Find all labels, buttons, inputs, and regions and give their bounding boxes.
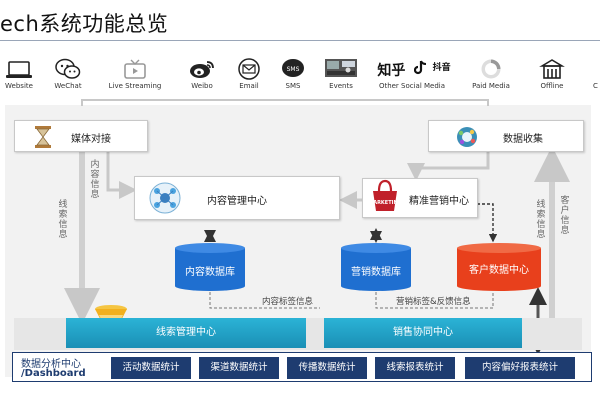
channel-events[interactable]: Events: [306, 46, 376, 98]
vertical-label-leads-info-right: 线索信息: [536, 200, 546, 240]
channel-label: Live Streaming: [108, 82, 162, 90]
channel-weibo[interactable]: Weibo: [167, 46, 237, 98]
content-database-cylinder: [175, 243, 245, 291]
channel-label: Website: [5, 82, 33, 90]
weibo-icon: [188, 58, 216, 84]
channel-live-streaming[interactable]: Live Streaming: [100, 46, 170, 98]
leads-report-button[interactable]: 线索报表统计: [375, 357, 455, 379]
channel-email[interactable]: Email: [214, 46, 284, 98]
sales-collaboration-center[interactable]: 销售协同中心: [324, 318, 522, 348]
channel-strip: Website WeChat Live Streaming Weibo Emai…: [0, 46, 600, 98]
vertical-label-content-info: 内容信息: [90, 160, 100, 200]
channel-label: Events: [329, 82, 353, 90]
dashboard-strip: 数据分析中心 /Dashboard 活动数据统计 渠道数据统计 传播数据统计 线…: [12, 352, 592, 382]
social-media-icon: 知乎 抖音: [376, 60, 452, 80]
media-docking-label: 媒体对接: [71, 134, 111, 145]
content-tag-info: 内容标签信息: [262, 297, 314, 307]
hourglass-icon: [33, 125, 53, 153]
precision-marketing-center[interactable]: MARKETING 精准营销中心: [362, 178, 478, 218]
email-icon: [236, 58, 262, 84]
content-database-label: 内容数据库: [185, 267, 235, 278]
dashboard-title-en: /Dashboard: [21, 368, 86, 379]
content-management-center[interactable]: 内容管理中心: [134, 176, 340, 220]
marketing-database[interactable]: 营销数据库: [340, 242, 412, 292]
data-collection-icon: [455, 125, 479, 153]
channel-cut-off[interactable]: C: [580, 46, 600, 98]
channel-label: C: [593, 82, 598, 90]
customer-data-center-cylinder: [457, 243, 541, 291]
channel-wechat[interactable]: WeChat: [33, 46, 103, 98]
activity-stats-button[interactable]: 活动数据统计: [111, 357, 191, 379]
marketing-icon: MARKETING: [367, 177, 403, 219]
channel-label: Paid Media: [472, 82, 510, 90]
lead-management-center[interactable]: 线索管理中心: [66, 318, 306, 348]
vertical-label-customer-info: 客户信息: [560, 196, 570, 236]
laptop-icon: [4, 60, 34, 84]
media-docking-box[interactable]: 媒体对接: [14, 120, 148, 152]
channel-other-social-media[interactable]: 知乎 抖音 Other Social Media: [372, 46, 452, 98]
douyin-label: 抖音: [432, 63, 451, 73]
page-title: ech系统功能总览: [0, 12, 169, 36]
title-divider: [0, 40, 600, 41]
marketing-database-label: 营销数据库: [351, 267, 401, 278]
data-collection-label: 数据收集: [503, 134, 543, 145]
channel-stats-button[interactable]: 渠道数据统计: [199, 357, 279, 379]
marketing-tag-info: 营销标签&反馈信息: [396, 297, 471, 307]
wechat-icon: [55, 58, 81, 84]
channel-label: SMS: [285, 82, 301, 90]
content-preference-report-button[interactable]: 内容偏好报表统计: [465, 357, 575, 379]
sms-icon: SMS: [280, 58, 306, 84]
channel-label: WeChat: [54, 82, 82, 90]
offline-icon: [539, 58, 565, 84]
events-icon: [324, 58, 358, 82]
cms-network-icon: [149, 181, 181, 219]
dashboard-title-cn: 数据分析中心: [21, 359, 81, 370]
channel-website[interactable]: Website: [0, 46, 54, 98]
vertical-label-leads-info: 线索信息: [58, 200, 68, 240]
data-collection-box[interactable]: 数据收集: [428, 120, 584, 152]
douyin-icon: [414, 60, 427, 79]
channel-label: Weibo: [191, 82, 213, 90]
svg-text:SMS: SMS: [287, 66, 300, 73]
content-database[interactable]: 内容数据库: [174, 242, 246, 292]
marketing-badge-text: MARKETING: [368, 200, 402, 206]
tv-icon: [122, 58, 148, 84]
zhihu-icon: 知乎: [377, 63, 406, 79]
spread-stats-button[interactable]: 传播数据统计: [287, 357, 367, 379]
cms-label: 内容管理中心: [207, 196, 267, 207]
channel-label: Email: [239, 82, 259, 90]
channel-sms[interactable]: SMS SMS: [258, 46, 328, 98]
channel-label: Other Social Media: [378, 82, 446, 90]
channel-paid-media[interactable]: Paid Media: [456, 46, 526, 98]
customer-data-center[interactable]: 客户数据中心: [456, 242, 542, 292]
paid-media-icon: [478, 58, 504, 84]
marketing-label: 精准营销中心: [409, 196, 469, 207]
customer-data-center-label: 客户数据中心: [469, 265, 529, 276]
marketing-database-cylinder: [341, 243, 411, 291]
channel-label: Offline: [540, 82, 564, 90]
channel-offline[interactable]: Offline: [517, 46, 587, 98]
